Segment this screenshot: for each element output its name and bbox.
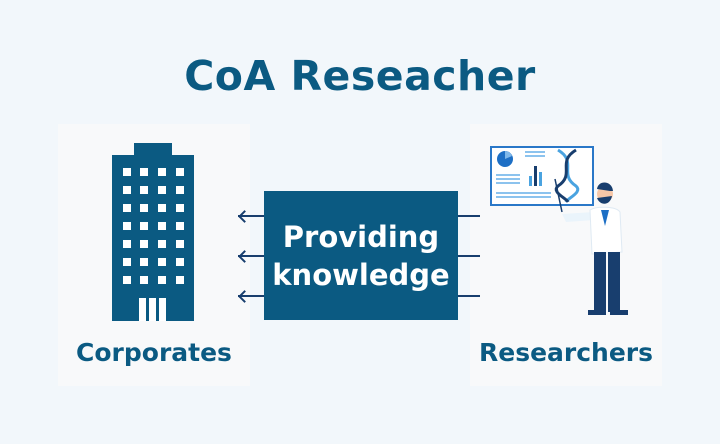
connector-right-1 xyxy=(458,215,480,217)
connector-right-3 xyxy=(458,295,480,297)
page-title: CoA Reseacher xyxy=(184,52,536,100)
researchers-label: Researchers xyxy=(478,338,654,367)
researchers-panel: Researchers xyxy=(470,124,662,386)
providing-knowledge-box: Providing knowledge xyxy=(264,191,458,320)
corporates-label: Corporates xyxy=(76,338,232,367)
center-line-1: Providing xyxy=(282,219,440,254)
scientist-presenting-icon xyxy=(490,146,628,315)
building-icon xyxy=(112,143,194,321)
corporates-panel: Corporates xyxy=(58,124,250,386)
connector-right-2 xyxy=(458,255,480,257)
center-line-2: knowledge xyxy=(272,257,450,292)
